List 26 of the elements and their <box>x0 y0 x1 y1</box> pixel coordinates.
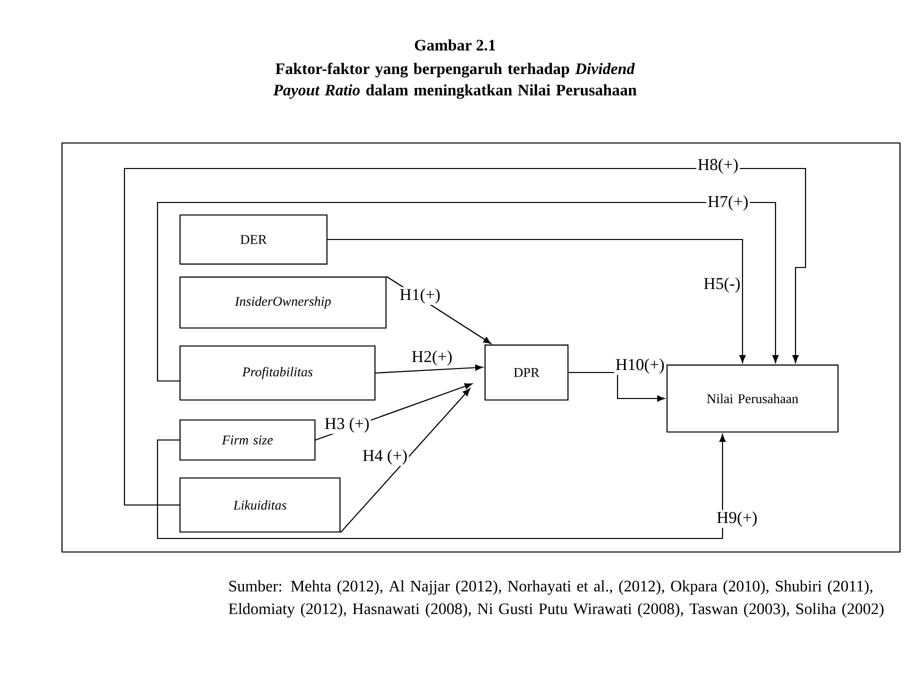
variable-box: Likuiditas <box>179 477 341 533</box>
edge-label: H10(+) <box>614 357 666 375</box>
variable-box: Firm size <box>180 419 316 461</box>
edge-label: H7(+) <box>706 194 750 212</box>
arrow <box>124 168 806 506</box>
edge-label: H4 (+) <box>361 448 409 466</box>
variable-box: InsiderOwnership <box>179 276 387 328</box>
edge-label: H5(-) <box>702 276 742 294</box>
figure-title: Faktor-faktor yang berpengaruh terhadap Dividend Payout Ratio dalam meningkatkan Nilai Perusahaan <box>273 62 637 99</box>
variable-box: DER <box>180 214 328 265</box>
arrow <box>328 238 746 363</box>
edge-label: H3 (+) <box>323 416 371 434</box>
arrow <box>375 364 483 374</box>
edge-label: H8(+) <box>696 157 740 175</box>
figure-number: Gambar 2.1 <box>414 39 496 51</box>
edge-label: H2(+) <box>410 349 454 367</box>
arrow <box>156 202 779 382</box>
edge-label: H9(+) <box>715 510 759 528</box>
source-note: Sumber: Mehta (2012), Al Najjar (2012), Norhayati et al., (2012), Okpara (2010), Shubiri (2011), Eldomiaty (2012), Hasnawati (2008), Ni Gusti Putu Wirawati (2008), Taswan (2003), Soliha (2002) <box>228 580 884 618</box>
arrow <box>340 388 470 533</box>
variable-box: DPR <box>484 344 569 400</box>
variable-box: Profitabilitas <box>180 345 376 401</box>
variable-box: Nilai Perusahaan <box>666 364 839 432</box>
edge-label: H1(+) <box>398 287 442 305</box>
arrow <box>568 372 665 402</box>
arrow <box>156 434 726 540</box>
